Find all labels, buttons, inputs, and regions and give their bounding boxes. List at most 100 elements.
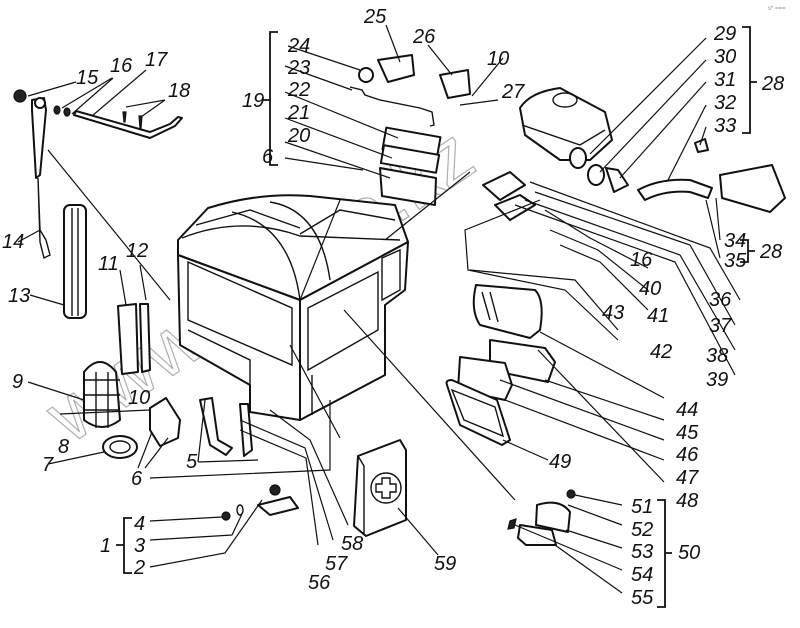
label-38: 38 [706, 345, 728, 367]
part-34-vent [719, 164, 786, 213]
label-35: 35 [724, 250, 747, 272]
group-brackets [116, 26, 757, 608]
part-31-nozzle [605, 167, 629, 193]
part-17-wiper-rod [53, 105, 183, 139]
label-12: 12 [126, 240, 148, 262]
part-13-seal-strip [63, 204, 87, 319]
part-25-hinge [377, 54, 415, 83]
label-34: 34 [724, 230, 746, 252]
label-27: 27 [501, 81, 525, 103]
part-26-hinge [439, 69, 471, 99]
label-54: 54 [631, 564, 653, 586]
label-47: 47 [676, 467, 699, 489]
bracket-group-19 [263, 31, 278, 166]
part-44-dome-lamp [472, 284, 543, 339]
label-6: 6 [131, 468, 143, 490]
corner-window [381, 248, 401, 302]
part-11-12-links [117, 303, 151, 375]
part-59-first-aid-kit [353, 439, 407, 537]
label-40: 40 [639, 278, 661, 300]
label-41: 41 [647, 305, 669, 327]
label-42: 42 [650, 341, 672, 363]
cab-roof [177, 194, 409, 301]
cab-body [177, 194, 409, 421]
label-45: 45 [676, 422, 699, 444]
part-29-heater [519, 87, 613, 169]
label-9: 9 [12, 371, 23, 393]
label-53: 53 [631, 541, 653, 563]
label-55: 55 [631, 587, 654, 609]
part-labels: 1 2 3 4 5 6 6 7 8 9 10 10 11 12 13 14 15… [2, 6, 784, 609]
label-11: 11 [98, 253, 119, 275]
label-32: 32 [714, 92, 736, 114]
label-56: 56 [308, 572, 331, 594]
label-30: 30 [714, 46, 736, 68]
label-5: 5 [186, 451, 198, 473]
part-15-nut [13, 89, 27, 103]
bracket-group-28-top [742, 26, 757, 134]
label-6-group: 6 [262, 146, 274, 168]
label-23: 23 [287, 57, 310, 79]
part-2-latch [221, 484, 299, 521]
label-16: 16 [110, 55, 133, 77]
label-48: 48 [676, 490, 698, 512]
label-26: 26 [412, 26, 436, 48]
label-37: 37 [709, 315, 732, 337]
side-window [187, 260, 293, 367]
label-29: 29 [713, 23, 736, 45]
label-43: 43 [602, 302, 624, 324]
part-30-clamp [587, 164, 605, 186]
part-20-plate [379, 167, 437, 206]
label-28-bottom: 28 [759, 241, 782, 263]
label-28: 28 [761, 73, 784, 95]
label-16-right: 16 [630, 249, 653, 271]
label-20: 20 [287, 125, 310, 147]
part-32-hose [637, 178, 713, 201]
part-9-thermos [83, 361, 121, 428]
leader-lines [17, 24, 741, 594]
label-14: 14 [2, 231, 24, 253]
label-51: 51 [631, 496, 653, 518]
cab-front-panel [299, 241, 409, 421]
label-8: 8 [58, 436, 69, 458]
label-59: 59 [434, 553, 456, 575]
label-33: 33 [714, 115, 736, 137]
label-4: 4 [134, 513, 145, 535]
label-13: 13 [8, 285, 30, 307]
part-49-frame [445, 379, 511, 446]
label-39: 39 [706, 369, 728, 391]
label-19: 19 [242, 90, 264, 112]
label-2: 2 [133, 557, 145, 579]
label-3: 3 [134, 535, 145, 557]
label-15: 15 [76, 67, 99, 89]
label-49: 49 [549, 451, 571, 473]
label-25: 25 [363, 6, 387, 28]
label-36: 36 [709, 289, 732, 311]
bracket-group-28-bottom [740, 239, 755, 263]
label-1: 1 [100, 535, 111, 557]
label-18: 18 [168, 80, 190, 102]
label-17: 17 [145, 49, 168, 71]
bracket-group-50 [657, 499, 672, 608]
corner-mark: s* === [768, 6, 786, 12]
part-25-26-hinges [349, 54, 471, 206]
label-44: 44 [676, 399, 698, 421]
label-21: 21 [287, 102, 310, 124]
label-52: 52 [631, 519, 653, 541]
label-7: 7 [42, 454, 54, 476]
part-10-bracket [149, 397, 181, 447]
label-58: 58 [341, 533, 363, 555]
label-24: 24 [287, 35, 310, 57]
label-46: 46 [676, 444, 699, 466]
bracket-group-1 [116, 517, 132, 574]
part-50-switch [507, 489, 576, 546]
bracket [199, 397, 233, 456]
bracket [239, 403, 253, 457]
label-10: 10 [128, 387, 150, 409]
part-7-ring [102, 435, 138, 459]
part-plate-round [482, 171, 526, 201]
part-24 [358, 67, 374, 83]
label-10-top: 10 [487, 48, 509, 70]
label-31: 31 [714, 69, 736, 91]
